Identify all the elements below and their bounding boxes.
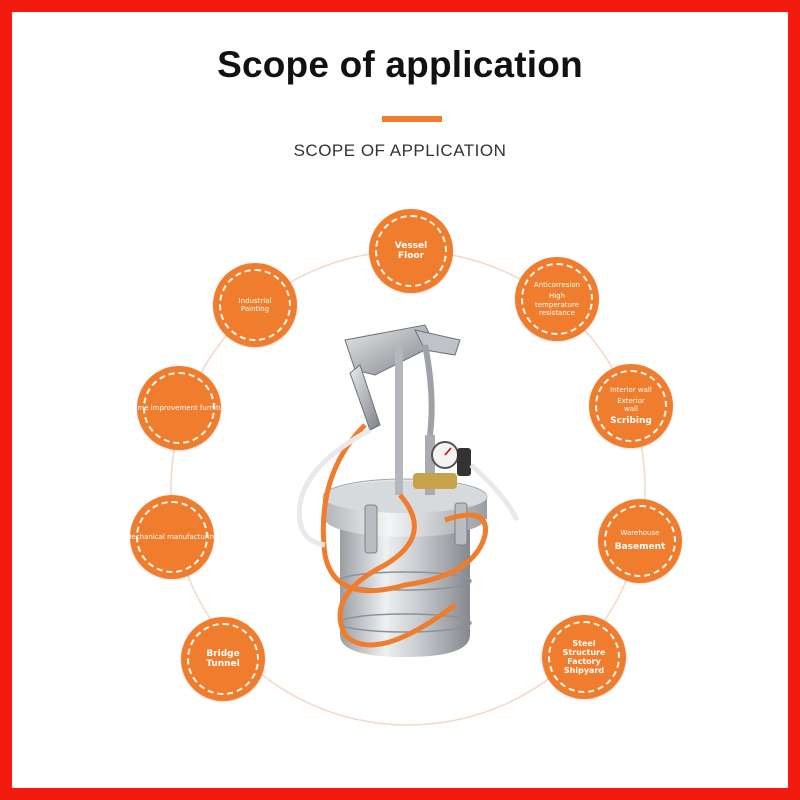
page-subtitle: SCOPE OF APPLICATION <box>293 141 507 160</box>
application-label: Structure <box>562 647 606 657</box>
application-label: Industrial <box>238 296 272 305</box>
application-label: Interior wall <box>610 385 652 394</box>
application-vessel-floor: Vessel Floor <box>369 209 453 293</box>
application-label: Tunnel <box>206 659 240 669</box>
application-label: High <box>548 292 566 301</box>
application-bridge-tunnel: Bridge Tunnel <box>181 617 265 701</box>
application-label: wall <box>624 404 638 413</box>
application-basement: Warehouse Basement <box>598 499 682 583</box>
application-industrial-painting: Industrial Painting <box>213 263 297 347</box>
spray-gun-pressure-tank-icon <box>296 324 520 657</box>
application-label: Mechanical manufacturing <box>130 532 214 541</box>
application-label: temperature <box>535 300 579 309</box>
application-mechanical-manufacturing: Mechanical manufacturing <box>130 495 214 579</box>
application-label: Basement <box>614 542 666 553</box>
application-label: Steel <box>572 638 596 648</box>
application-label: Home improvement furniture <box>137 403 221 412</box>
application-label: Floor <box>397 251 425 261</box>
application-label: Bridge <box>206 648 240 659</box>
application-wall-scribing: Interior wall Exterior wall Scribing <box>589 364 673 448</box>
page-title: Scope of application <box>217 44 583 85</box>
application-label: Anticorresion <box>533 281 581 290</box>
title-underline <box>382 116 442 122</box>
application-label: Exterior <box>617 396 645 405</box>
application-label: Painting <box>240 305 270 313</box>
application-anticorrosion: Anticorresion High temperature resistanc… <box>515 257 599 341</box>
application-steel-structure: Steel Structure Factory Shipyard <box>542 615 626 699</box>
application-label: Warehouse <box>620 529 660 538</box>
application-label: Factory <box>567 657 601 666</box>
application-label: Vessel <box>394 240 428 251</box>
application-label: Shipyard <box>563 666 605 676</box>
application-label: Scribing <box>610 415 652 426</box>
application-home-improvement: Home improvement furniture <box>137 366 221 450</box>
application-label: resistance <box>539 308 575 317</box>
